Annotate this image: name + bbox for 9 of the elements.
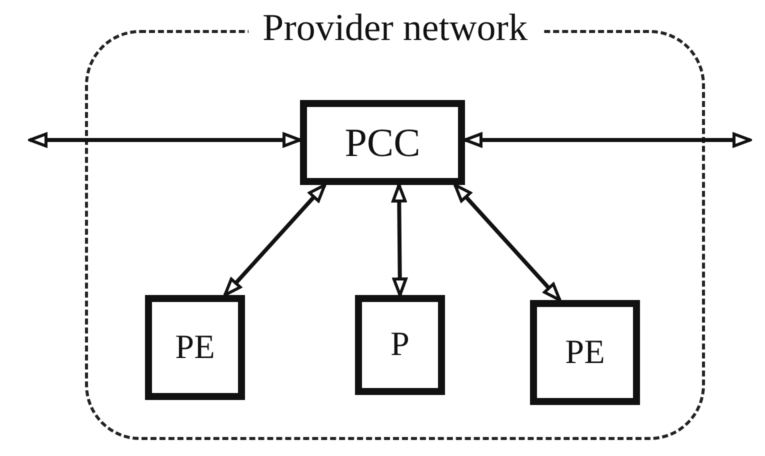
router-box: PE <box>530 300 640 405</box>
arrow <box>28 132 302 148</box>
arrow <box>392 184 408 296</box>
arrow <box>454 184 562 302</box>
router-box: PCC <box>300 100 465 185</box>
arrow <box>464 132 752 148</box>
arrow <box>224 184 326 296</box>
router-box: PE <box>145 295 245 400</box>
router-box: P <box>355 295 445 395</box>
